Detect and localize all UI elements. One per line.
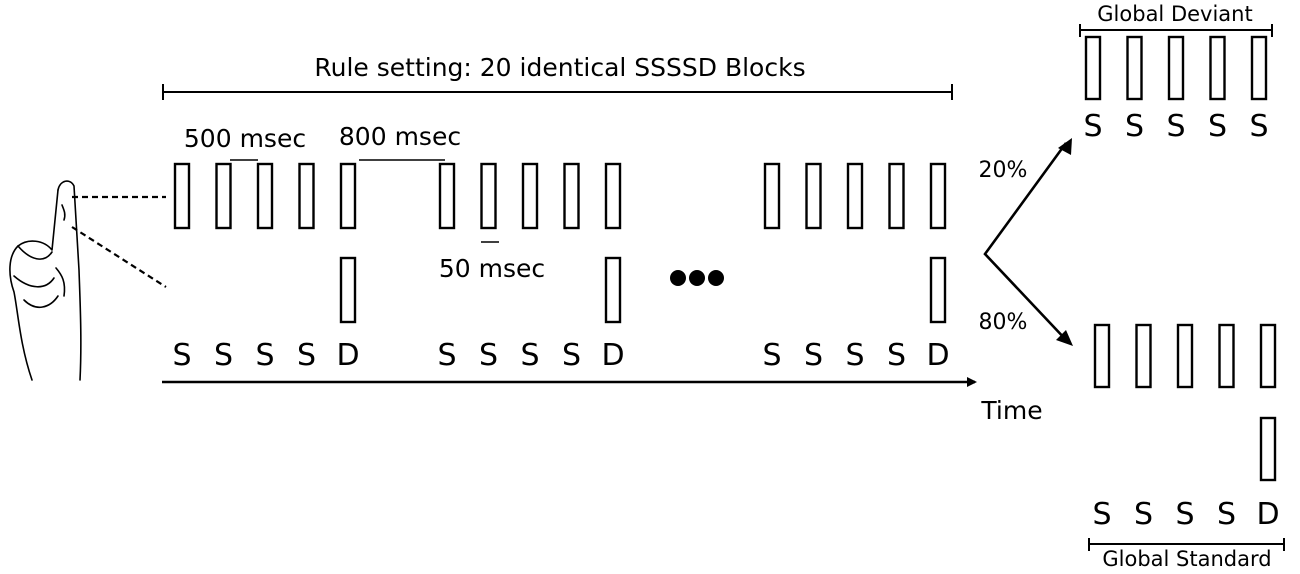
standard-arrowhead bbox=[1056, 330, 1073, 346]
global-standard-letter-5: D bbox=[1256, 497, 1279, 532]
block-3-stimulus-4 bbox=[888, 162, 905, 230]
global-deviant-letter-5: S bbox=[1249, 109, 1268, 144]
block-1-deviant-stimulus-5 bbox=[339, 256, 357, 324]
block-3-deviant-stimulus-5 bbox=[929, 256, 947, 324]
block-2-letter-4: S bbox=[562, 338, 581, 373]
block-2-deviant-stimulus-5 bbox=[604, 256, 622, 324]
global-deviant-title: Global Deviant bbox=[1097, 2, 1252, 26]
global-deviant-letter-4: S bbox=[1208, 109, 1227, 144]
global-standard-bracket bbox=[1088, 538, 1285, 551]
block-1-letter-2: S bbox=[214, 338, 233, 373]
block-2-stimulus-5 bbox=[604, 162, 622, 230]
block-2-stimulus-2 bbox=[480, 162, 497, 230]
global-deviant-letter-1: S bbox=[1083, 109, 1102, 144]
global-standard-stimulus-1 bbox=[1093, 323, 1111, 389]
global-standard-letter-2: S bbox=[1134, 497, 1153, 532]
block-gap-label: 800 msec bbox=[339, 122, 461, 151]
deviant-arrowhead bbox=[1058, 138, 1072, 155]
block-3-letter-3: S bbox=[845, 338, 864, 373]
global-deviant-stimulus-5 bbox=[1250, 35, 1268, 101]
block-1-letter-3: S bbox=[255, 338, 274, 373]
global-deviant-stimulus-2 bbox=[1126, 35, 1143, 101]
block-1-stimulus-2 bbox=[215, 162, 232, 230]
isi-label: 500 msec bbox=[184, 124, 306, 153]
hand-icon bbox=[9, 180, 82, 381]
block-2-letter-5: D bbox=[601, 338, 624, 373]
block-3-stimulus-1 bbox=[763, 162, 781, 230]
global-standard-letter-4: S bbox=[1217, 497, 1236, 532]
deviant-percentage: 20% bbox=[979, 158, 1028, 183]
block-2-letter-1: S bbox=[437, 338, 456, 373]
global-standard-stimulus-4 bbox=[1218, 323, 1235, 389]
global-standard-stimulus-2 bbox=[1135, 323, 1152, 389]
block-3-letter-5: D bbox=[926, 338, 949, 373]
block-3-stimulus-2 bbox=[805, 162, 822, 230]
global-deviant-bracket bbox=[1079, 24, 1273, 37]
global-deviant-letter-2: S bbox=[1125, 109, 1144, 144]
global-standard-title: Global Standard bbox=[1102, 547, 1271, 571]
block-2-stimulus-1 bbox=[438, 162, 456, 230]
block-2-stimulus-3 bbox=[521, 162, 539, 230]
block-1-stimulus-3 bbox=[256, 162, 274, 230]
global-deviant-stimulus-4 bbox=[1209, 35, 1226, 101]
block-1-letter-4: S bbox=[297, 338, 316, 373]
block-3-letter-2: S bbox=[804, 338, 823, 373]
branch-lines bbox=[983, 142, 1069, 343]
time-axis-label: Time bbox=[980, 396, 1042, 425]
global-deviant-stimulus-1 bbox=[1084, 35, 1102, 101]
block-2-stimulus-4 bbox=[563, 162, 580, 230]
block-2-letter-3: S bbox=[520, 338, 539, 373]
global-standard-letter-1: S bbox=[1092, 497, 1111, 532]
block-1-stimulus-4 bbox=[298, 162, 315, 230]
global-standard-stimulus-3 bbox=[1176, 323, 1194, 389]
block-1-stimulus-1 bbox=[173, 162, 191, 230]
standard-percentage: 80% bbox=[979, 310, 1028, 335]
global-deviant-stimulus-3 bbox=[1167, 35, 1185, 101]
block-3-letter-1: S bbox=[762, 338, 781, 373]
block-3-stimulus-5 bbox=[929, 162, 947, 230]
global-standard-stimulus-5 bbox=[1259, 323, 1277, 389]
fingertip-line-lower bbox=[71, 226, 167, 288]
block-3-letter-4: S bbox=[887, 338, 906, 373]
rule-bracket bbox=[162, 84, 953, 100]
block-1-letter-1: S bbox=[172, 338, 191, 373]
block-2-letter-2: S bbox=[479, 338, 498, 373]
block-3-stimulus-3 bbox=[846, 162, 864, 230]
block-1-stimulus-5 bbox=[339, 162, 357, 230]
stim-duration-label: 50 msec bbox=[439, 254, 545, 283]
block-1-letter-5: D bbox=[336, 338, 359, 373]
ellipsis-dots bbox=[670, 270, 724, 286]
global-standard-letter-3: S bbox=[1175, 497, 1194, 532]
rule-setting-label: Rule setting: 20 identical SSSSD Blocks bbox=[314, 53, 805, 82]
global-standard-deviant-stimulus-5 bbox=[1259, 416, 1277, 482]
global-deviant-letter-3: S bbox=[1166, 109, 1185, 144]
